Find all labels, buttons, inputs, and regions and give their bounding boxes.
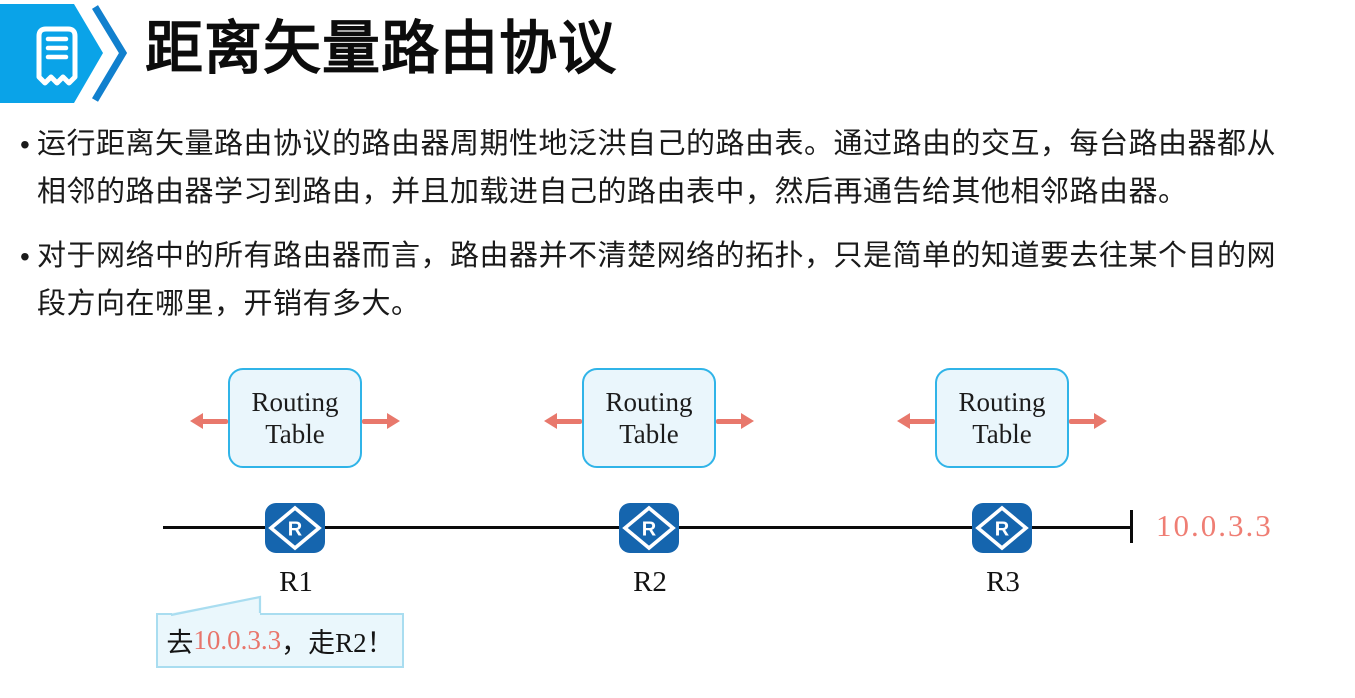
network-line-end-tick (1130, 510, 1133, 543)
router-icon-letter: R (995, 519, 1010, 541)
bullet-marker: • (20, 129, 30, 160)
arrow-left-icon (544, 413, 582, 429)
router-icon: R (265, 503, 325, 553)
page-title: 距离矢量路由协议 (145, 16, 618, 81)
callout-prefix: 去 (166, 628, 194, 658)
router-icon: R (619, 503, 679, 553)
arrow-right-icon (362, 413, 400, 429)
router-label: R1 (279, 566, 313, 598)
callout-suffix: ，走R2！ (281, 628, 394, 658)
network-diagram: Routing Table Routing Table Routing Tabl… (0, 360, 1355, 698)
callout-destination: 10.0.3.3 (193, 625, 282, 655)
router-icon-letter: R (642, 519, 657, 541)
bullet-line: 相邻的路由器学习到路由，并且加载进自己的路由表中，然后再通告给其他相邻路由器。 (37, 175, 1188, 208)
arrow-left-icon (897, 413, 935, 429)
bullet-list: • 运行距离矢量路由协议的路由器周期性地泛洪自己的路由表。通过路由的交互，每台路… (20, 121, 1345, 345)
routing-table-box: Routing Table (935, 368, 1069, 468)
bullet-line: 段方向在哪里，开销有多大。 (37, 287, 421, 320)
bullet-item: • 对于网络中的所有路由器而言，路由器并不清楚网络的拓扑，只是简单的知道要去往某… (20, 233, 1345, 328)
arrow-right-icon (1069, 413, 1107, 429)
document-icon (36, 26, 78, 86)
router-label: R2 (633, 566, 667, 598)
callout-tail (170, 595, 262, 618)
routing-table-box: Routing Table (582, 368, 716, 468)
bullet-text: 对于网络中的所有路由器而言，路由器并不清楚网络的拓扑，只是简单的知道要去往某个目… (37, 233, 1276, 328)
bullet-line: 运行距离矢量路由协议的路由器周期性地泛洪自己的路由表。通过路由的交互，每台路由器… (37, 128, 1277, 160)
network-address-label: 10.0.3.3 (1156, 508, 1273, 543)
routing-table-box: Routing Table (228, 368, 362, 468)
chevron-icon (91, 5, 128, 102)
header-badge-icon (0, 4, 128, 103)
router-label: R3 (986, 566, 1020, 598)
bullet-marker: • (20, 241, 30, 272)
bullet-text: 运行距离矢量路由协议的路由器周期性地泛洪自己的路由表。通过路由的交互，每台路由器… (37, 121, 1276, 216)
arrow-left-icon (190, 413, 228, 429)
arrow-right-icon (716, 413, 754, 429)
router-icon-letter: R (288, 519, 303, 541)
badge-shape (0, 4, 103, 103)
bullet-item: • 运行距离矢量路由协议的路由器周期性地泛洪自己的路由表。通过路由的交互，每台路… (20, 121, 1345, 216)
router-icon: R (972, 503, 1032, 553)
bullet-line: 对于网络中的所有路由器而言，路由器并不清楚网络的拓扑，只是简单的知道要去往某个目… (37, 240, 1277, 272)
